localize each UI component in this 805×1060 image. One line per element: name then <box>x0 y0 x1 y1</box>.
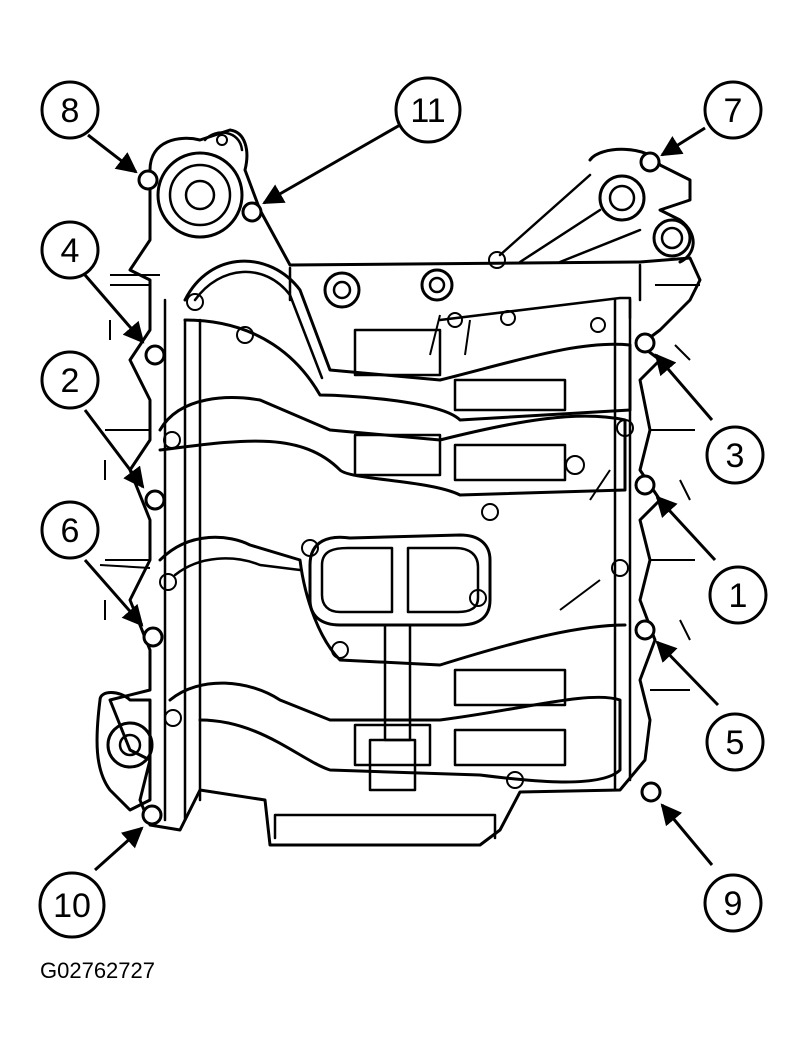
callout-label: 7 <box>724 92 743 130</box>
callout-11: 11 <box>394 76 462 144</box>
callouts: 8 11 7 4 3 2 6 1 <box>38 76 768 939</box>
bolt-7 <box>639 151 661 173</box>
callout-7: 7 <box>703 80 763 140</box>
callout-label: 5 <box>726 724 745 762</box>
leader-7 <box>660 126 706 157</box>
leader-5 <box>655 640 720 707</box>
leader-1 <box>655 495 717 562</box>
leader-8 <box>87 133 138 174</box>
callout-label: 4 <box>61 232 80 270</box>
callout-label: 6 <box>61 512 80 550</box>
callout-label: 2 <box>61 362 80 400</box>
leader-9 <box>660 803 714 866</box>
leader-11 <box>262 123 401 205</box>
leader-arrows <box>83 123 720 872</box>
callout-9: 9 <box>703 873 763 933</box>
bolt-9 <box>640 781 662 803</box>
leader-6 <box>83 559 144 627</box>
bolt-3 <box>634 332 656 354</box>
bolt-11 <box>241 201 263 223</box>
callout-2: 2 <box>40 350 100 410</box>
callout-5: 5 <box>705 712 765 772</box>
bolt-4 <box>144 344 166 366</box>
callout-10: 10 <box>38 871 106 939</box>
callout-4: 4 <box>40 220 100 280</box>
callout-label: 10 <box>53 887 91 925</box>
callout-label: 9 <box>724 885 743 923</box>
callout-8: 8 <box>40 80 100 140</box>
bolt-5 <box>634 619 656 641</box>
bolt-6 <box>142 626 164 648</box>
callout-label: 3 <box>726 437 745 475</box>
leader-2 <box>83 409 145 489</box>
callout-label: 11 <box>410 92 445 130</box>
bolt-10 <box>141 804 163 826</box>
leader-4 <box>83 274 145 344</box>
callout-1: 1 <box>708 565 768 625</box>
callout-label: 1 <box>729 577 748 615</box>
bolt-1 <box>634 474 656 496</box>
manifold-drawing <box>95 128 702 847</box>
leader-10 <box>94 826 144 872</box>
callout-label: 8 <box>61 92 80 130</box>
figure-id: G02762727 <box>40 958 155 983</box>
bolts <box>137 151 662 826</box>
callout-3: 3 <box>705 425 765 485</box>
bolt-8 <box>137 169 159 191</box>
leader-3 <box>654 353 714 421</box>
callout-6: 6 <box>40 500 100 560</box>
bolt-2 <box>144 489 166 511</box>
